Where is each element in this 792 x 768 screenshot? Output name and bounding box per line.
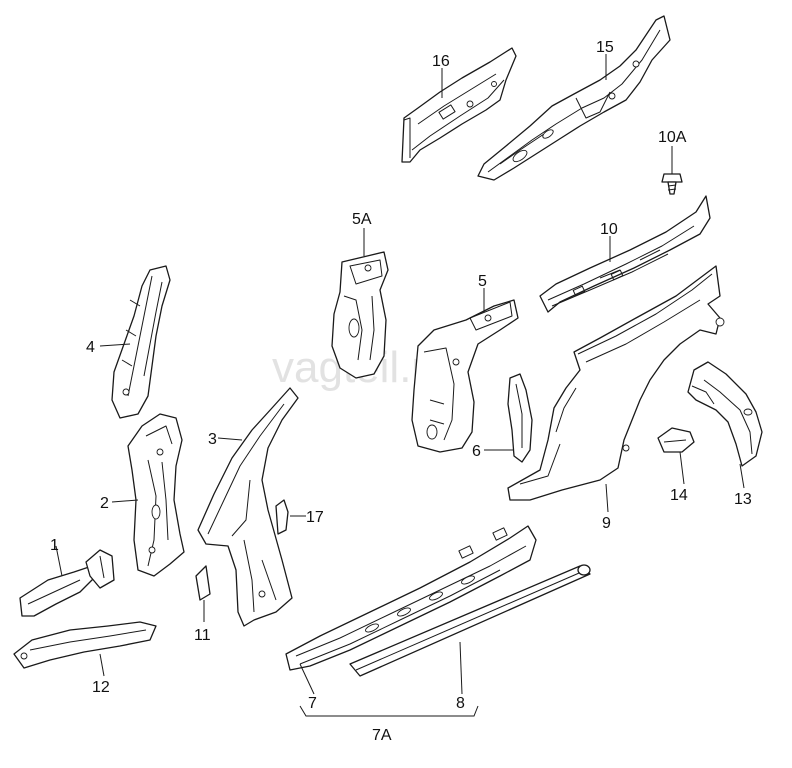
callout-7a: 7A [372,727,392,744]
part-14-cover [657,427,695,453]
callout-9: 9 [602,515,611,532]
callout-11: 11 [194,627,211,644]
part-10-upper-longitudinal [539,195,711,313]
callout-15: 15 [596,39,614,56]
callout-8: 8 [456,695,465,712]
callout-4: 4 [86,339,95,356]
part-7-sill-panel [285,525,537,671]
callout-13: 13 [734,491,752,508]
part-6-bracket [507,373,533,463]
callout-2: 2 [100,495,109,512]
part-17-clip [275,499,289,535]
callout-6: 6 [472,443,481,460]
callout-16: 16 [432,53,450,70]
callout-10: 10 [600,221,618,238]
callout-1: 1 [50,537,59,554]
part-5a-reinforcement [331,251,389,379]
part-15-long-member [477,15,671,181]
part-12-lower-bracket [13,621,157,669]
part-8-sill-tube [349,564,591,677]
leader-lines [55,54,745,717]
part-16-rail-bracket [401,47,517,163]
callout-3: 3 [208,431,217,448]
part-11-plate [195,565,211,601]
callout-5a: 5A [352,211,372,228]
part-5-b-pillar-inner [411,299,519,453]
callout-12: 12 [92,679,110,696]
callout-5: 5 [478,273,487,290]
part-1-front-sill [19,549,115,617]
part-13-wheel-arch [687,361,763,467]
part-4-a-pillar-upper [111,265,171,419]
part-2-a-pillar-lower [127,413,185,577]
part-10a-screw [661,173,683,195]
callout-7: 7 [308,695,317,712]
part-9-rear-side-panel [507,265,725,501]
callout-labels: 16 15 10A 10 5A 5 4 3 2 6 9 14 13 17 11 … [50,39,752,744]
callout-14: 14 [670,487,688,504]
callout-17: 17 [306,509,324,526]
callout-10a: 10A [658,129,687,146]
part-3-pillar-outer [197,387,299,627]
